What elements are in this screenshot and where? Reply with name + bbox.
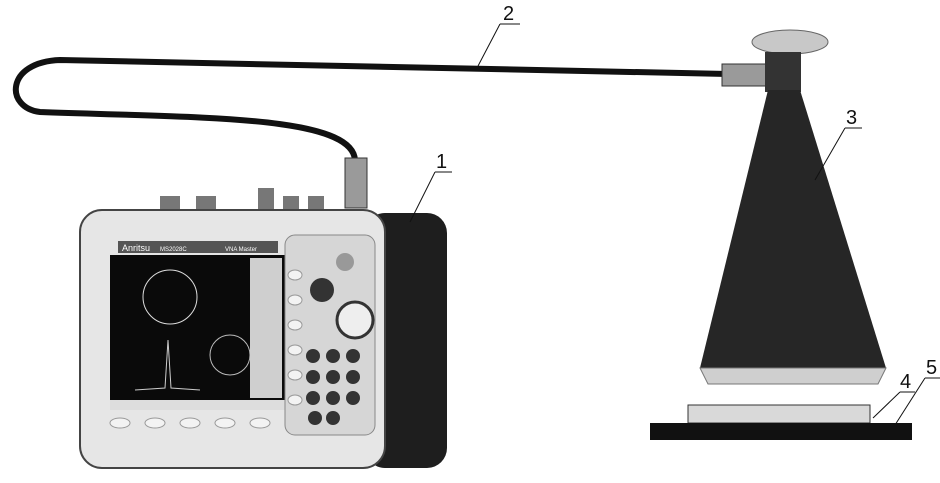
label-2: 2: [477, 3, 520, 67]
svg-text:4: 4: [900, 371, 911, 393]
vector-network-analyzer: Anritsu MS2028C VNA Master: [79, 188, 447, 469]
label-3: 3: [814, 107, 862, 181]
svg-text:5: 5: [926, 357, 937, 379]
svg-text:3: 3: [846, 107, 857, 129]
model-label: MS2028C: [160, 247, 187, 253]
coaxial-cable: [12, 56, 729, 161]
brand-logo: Anritsu: [122, 243, 150, 253]
cable-connector-device: [344, 157, 368, 209]
series-label: VNA Master: [225, 247, 257, 253]
sample: [687, 404, 871, 424]
label-1: 1: [409, 151, 452, 223]
base-plate: [650, 423, 912, 440]
label-4: 4: [872, 371, 915, 419]
horn-antenna: [699, 29, 887, 385]
cable-connector-horn: [721, 63, 768, 87]
label-5: 5: [894, 357, 940, 426]
svg-text:1: 1: [436, 151, 447, 173]
svg-text:2: 2: [503, 3, 514, 25]
